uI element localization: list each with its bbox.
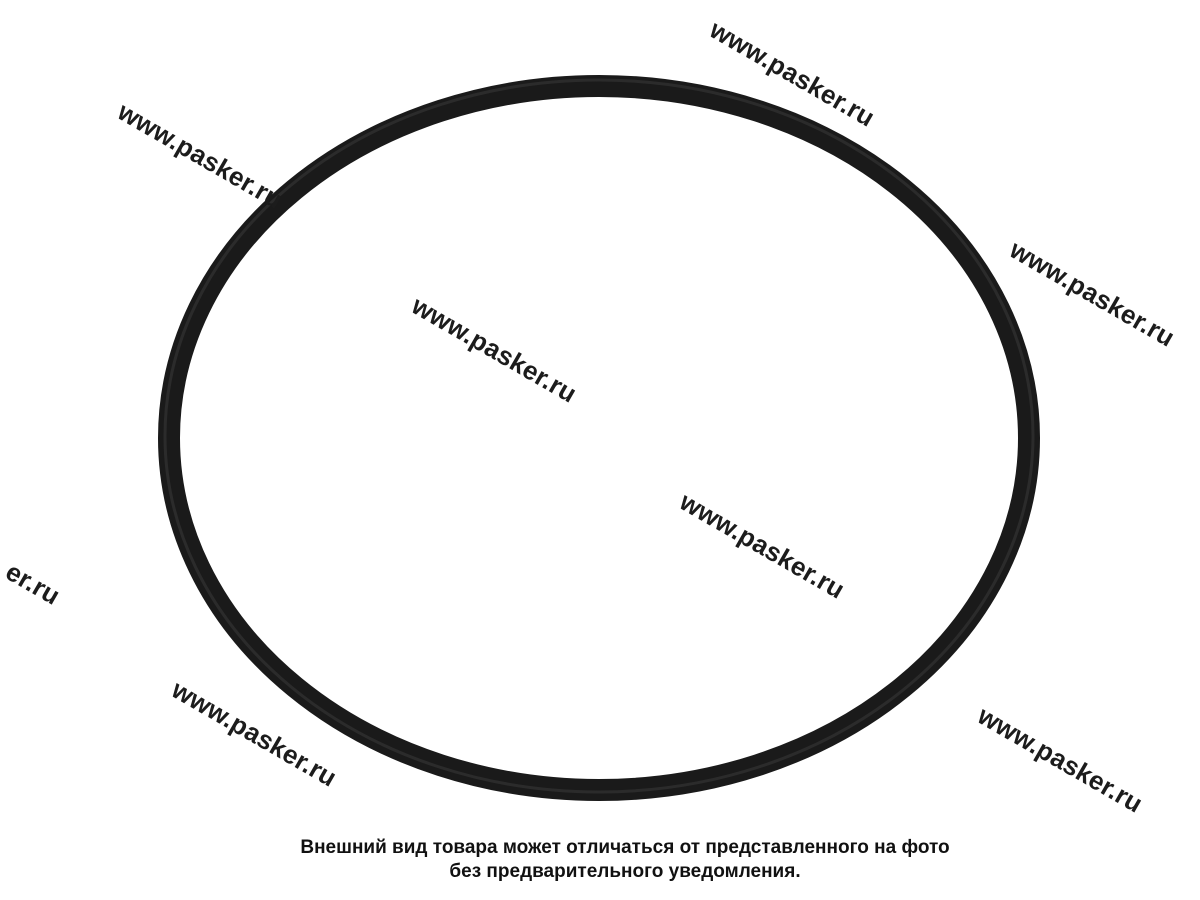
disclaimer-line-1: Внешний вид товара может отличаться от п… [300, 837, 950, 858]
disclaimer-line-2: без предварительного уведомления. [449, 861, 801, 882]
o-ring [158, 75, 1040, 801]
o-ring-highlight [163, 78, 1035, 794]
disclaimer-caption: Внешний вид товара может отличаться от п… [0, 836, 1200, 884]
